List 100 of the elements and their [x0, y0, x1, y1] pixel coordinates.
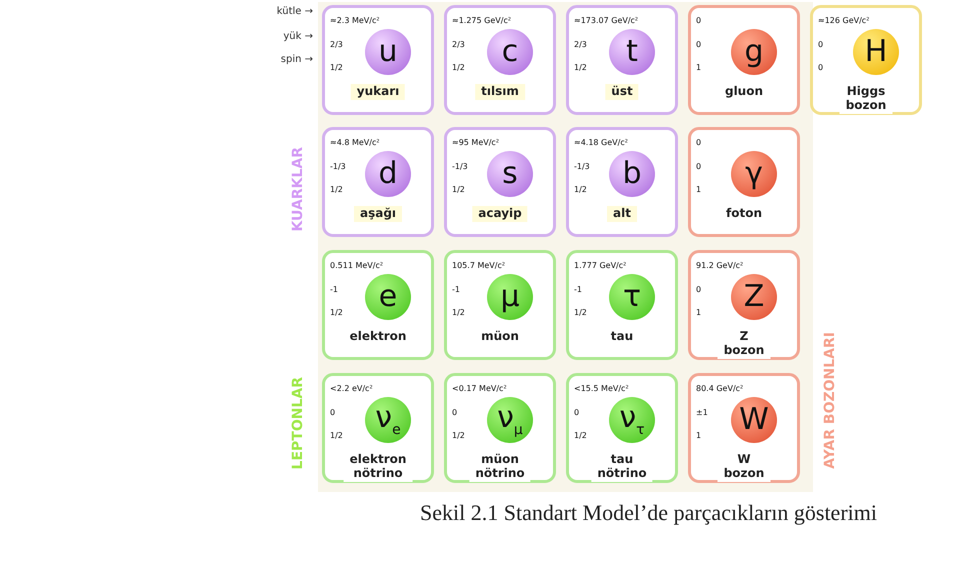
particle-card [444, 250, 556, 360]
particle-name: tau nötrino [591, 452, 653, 482]
particle-circle [365, 397, 411, 443]
charge-value: -1/3 [452, 162, 468, 171]
particle-circle [853, 29, 899, 75]
spin-value: 1 [696, 63, 702, 72]
particle-symbol: W [739, 405, 769, 435]
particle-name: Higgs bozon [840, 84, 892, 114]
particle-card [322, 127, 434, 237]
mass-value: ≈4.18 GeV/c² [574, 138, 628, 147]
particle-card [444, 127, 556, 237]
particle-card [566, 250, 678, 360]
particle-card [810, 5, 922, 115]
particle-symbol: ν$_{e}$ [375, 403, 401, 437]
particle-name: elektron nötrino [344, 452, 412, 482]
particle-name: müon nötrino [469, 452, 531, 482]
spin-value: 1/2 [452, 185, 465, 194]
particle-card [322, 373, 434, 483]
charge-value: 2/3 [574, 40, 587, 49]
group-label: KUARKLAR [290, 147, 306, 232]
property-label: kütle → [276, 6, 313, 17]
particle-symbol: c [502, 37, 518, 67]
particle-card [444, 5, 556, 115]
group-label: AYAR BOZONLARI [822, 332, 838, 469]
charge-value: ±1 [696, 408, 708, 417]
charge-value: 2/3 [330, 40, 343, 49]
particle-circle [487, 274, 533, 320]
particle-symbol: H [864, 37, 888, 67]
particle-circle [731, 397, 777, 443]
property-label: yük → [283, 31, 313, 42]
charge-value: -1/3 [574, 162, 590, 171]
charge-value: 0 [452, 408, 458, 417]
particle-card [688, 127, 800, 237]
mass-value: 80.4 GeV/c² [696, 384, 744, 393]
mass-value: ≈2.3 MeV/c² [330, 16, 380, 25]
spin-value: 1/2 [574, 308, 587, 317]
particle-name: yukarı [350, 84, 406, 100]
charge-value: 0 [696, 285, 702, 294]
mass-value: 91.2 GeV/c² [696, 261, 744, 270]
charge-value: -1 [330, 285, 338, 294]
mass-value: ≈126 GeV/c² [818, 16, 870, 25]
particle-symbol: γ [745, 159, 763, 189]
particle-circle [487, 151, 533, 197]
particle-circle [609, 397, 655, 443]
mass-value: ≈173.07 GeV/c² [574, 16, 638, 25]
particle-symbol: Z [744, 282, 764, 312]
charge-value: 0 [696, 40, 702, 49]
particle-symbol: ν$_{μ}$ [497, 403, 523, 437]
mass-value: 1.777 GeV/c² [574, 261, 626, 270]
particle-name: Z bozon [718, 329, 770, 359]
mass-value: <15.5 MeV/c² [574, 384, 629, 393]
spin-value: 0 [818, 63, 824, 72]
particle-circle [609, 29, 655, 75]
spin-value: 1 [696, 431, 702, 440]
particle-card [444, 373, 556, 483]
particle-symbol: ν$_{τ}$ [619, 403, 645, 437]
spin-value: 1/2 [452, 308, 465, 317]
mass-value: 0 [696, 138, 702, 147]
charge-value: 0 [330, 408, 336, 417]
particle-symbol: t [626, 37, 638, 67]
spin-value: 1/2 [330, 63, 343, 72]
charge-value: 2/3 [452, 40, 465, 49]
charge-value: -1/3 [330, 162, 346, 171]
particle-card [688, 5, 800, 115]
mass-value: <2.2 eV/c² [330, 384, 373, 393]
particle-circle [365, 274, 411, 320]
particle-name: tılsım [475, 84, 525, 100]
mass-value: 0.511 MeV/c² [330, 261, 384, 270]
particle-circle [609, 151, 655, 197]
particle-card [688, 250, 800, 360]
spin-value: 1 [696, 185, 702, 194]
particle-card [688, 373, 800, 483]
spin-value: 1/2 [330, 431, 343, 440]
particle-circle [731, 151, 777, 197]
particle-card [322, 5, 434, 115]
particle-name: aşağı [354, 206, 402, 222]
particle-name: üst [605, 84, 639, 100]
particle-card [566, 5, 678, 115]
charge-value: -1 [574, 285, 582, 294]
spin-value: 1/2 [574, 185, 587, 194]
particle-circle [487, 397, 533, 443]
particle-name: acayip [472, 206, 528, 222]
particle-circle [487, 29, 533, 75]
mass-value: <0.17 MeV/c² [452, 384, 507, 393]
particle-card [566, 373, 678, 483]
particle-symbol: μ [500, 282, 520, 312]
particle-circle [365, 29, 411, 75]
mass-value: 105.7 MeV/c² [452, 261, 506, 270]
mass-value: ≈95 MeV/c² [452, 138, 500, 147]
charge-value: 0 [696, 162, 702, 171]
particle-circle [609, 274, 655, 320]
particle-symbol: s [502, 159, 518, 189]
particle-symbol: b [622, 159, 642, 189]
charge-value: 0 [818, 40, 824, 49]
particle-name: alt [607, 206, 637, 222]
particle-circle [731, 29, 777, 75]
spin-value: 1/2 [574, 431, 587, 440]
charge-value: 0 [574, 408, 580, 417]
spin-value: 1/2 [452, 63, 465, 72]
particle-symbol: τ [622, 282, 642, 312]
